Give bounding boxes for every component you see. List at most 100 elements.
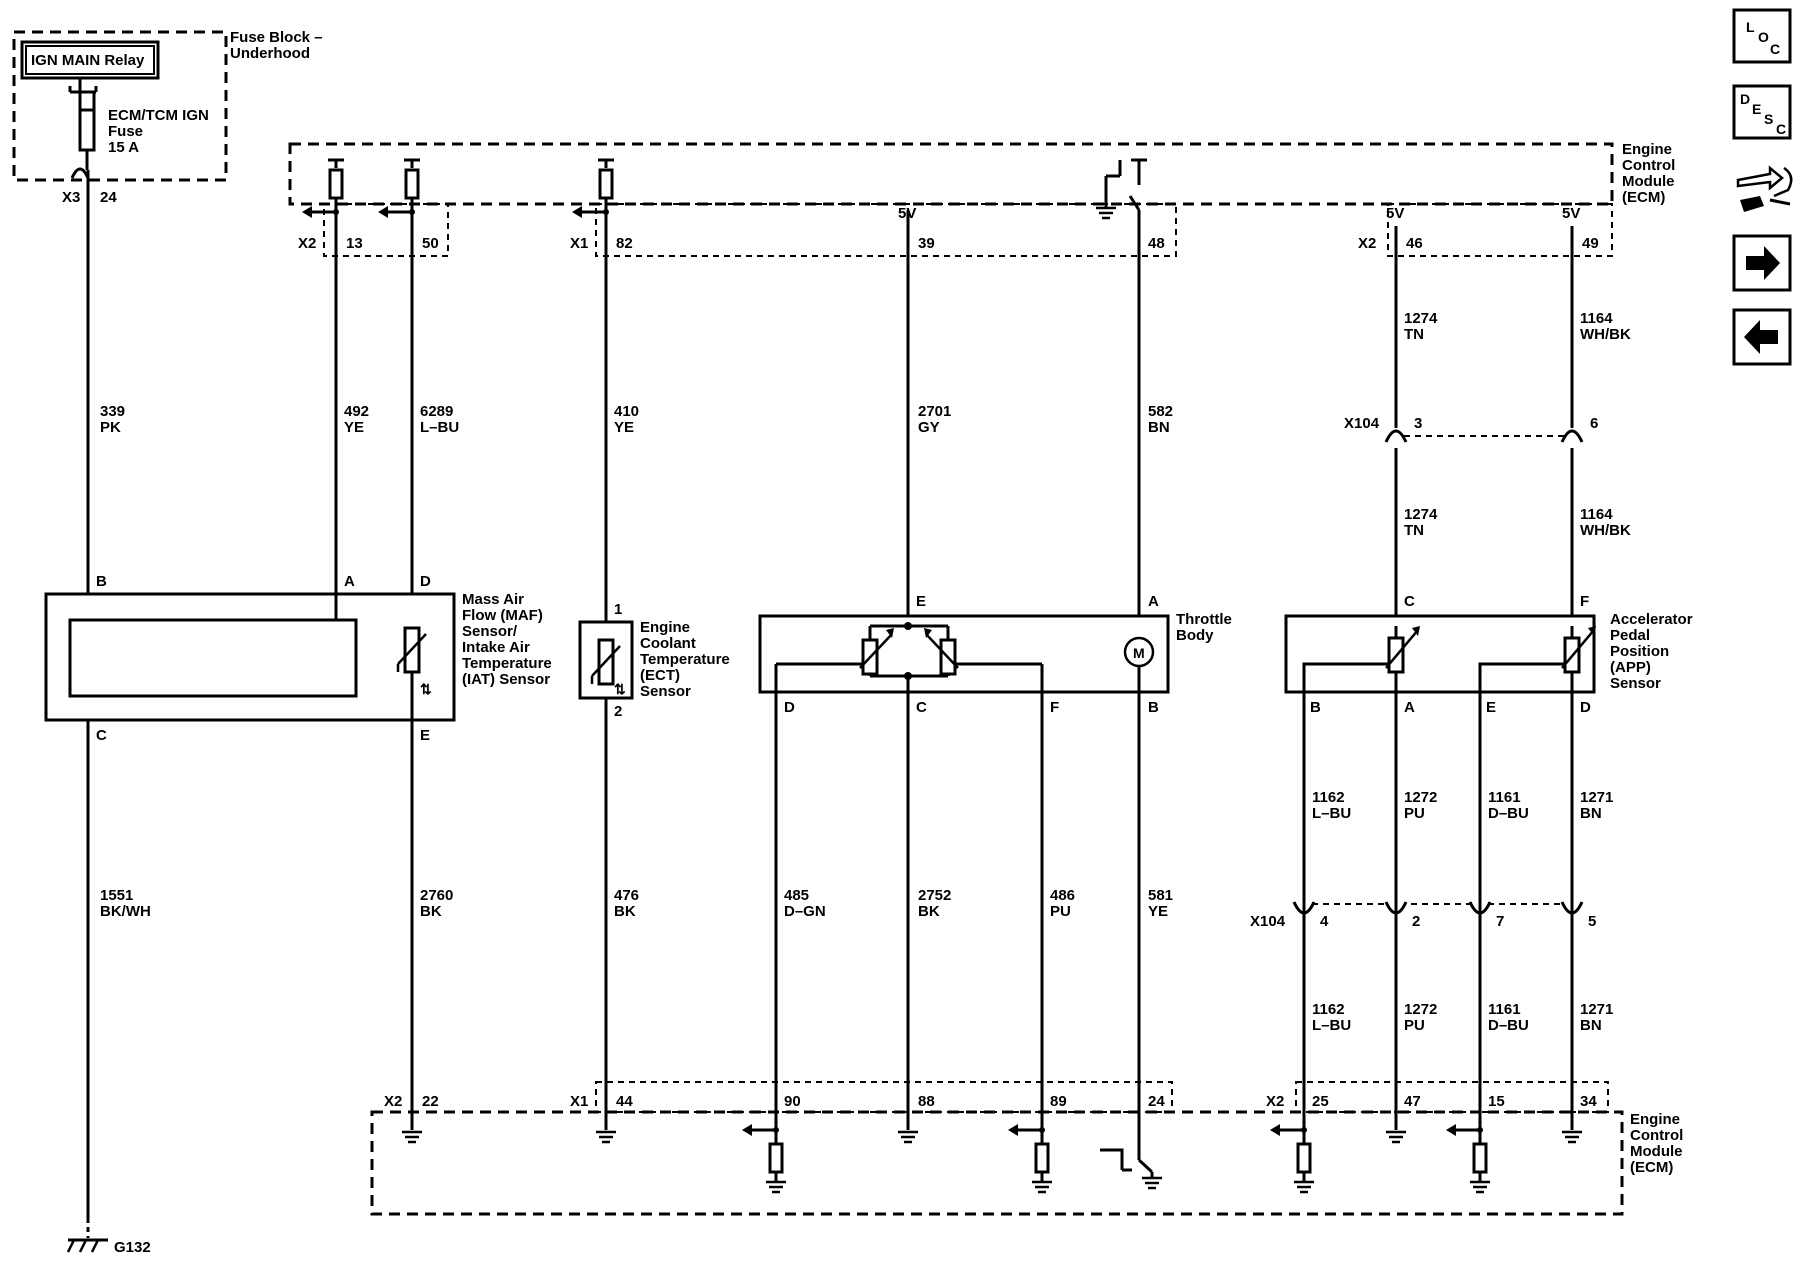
wire-410-number: 410	[614, 403, 639, 420]
nav-desc-button[interactable]: D E S C	[1732, 84, 1792, 140]
ecm-top-label-3: Module	[1622, 173, 1675, 190]
loc-letter-c: C	[1770, 41, 1780, 57]
ect-sensor: ⇅ 1 2 Engine Coolant Temperature (ECT) S…	[578, 601, 730, 720]
wire-486-color: PU	[1050, 903, 1071, 920]
maf-pin-b: B	[96, 573, 107, 590]
ecm-bottom-label-3: Module	[1630, 1143, 1683, 1160]
fuse-label-3: 15 A	[108, 139, 139, 156]
ecm-pin-46: 46	[1406, 235, 1423, 252]
wire-1271b-number: 1271	[1580, 1001, 1613, 1018]
ecm-tcm-ign-fuse	[78, 108, 96, 152]
ecm-pin-39: 39	[918, 235, 935, 252]
ground-g132: G132	[66, 1218, 151, 1256]
ecm-pin-49: 49	[1582, 235, 1599, 252]
previous-page-button[interactable]	[1732, 308, 1792, 366]
wire-492-number: 492	[344, 403, 369, 420]
wire-1274b-number: 1274	[1404, 506, 1438, 523]
ecm-input-89	[1006, 1108, 1054, 1194]
maf-pin-c: C	[96, 727, 107, 744]
ecm-conn-x1-bottom: X1	[570, 1093, 588, 1110]
app-label-4: (APP)	[1610, 659, 1651, 676]
throttle-pin-a: A	[1148, 593, 1159, 610]
throttle-pin-b: B	[1148, 699, 1159, 716]
ecm-pin-24: 24	[1148, 1093, 1165, 1110]
wire-476-number: 476	[614, 887, 639, 904]
wire-1162b-color: L–BU	[1312, 1017, 1351, 1034]
maf-label-3: Sensor/	[462, 623, 518, 640]
wire-1271b-color: BN	[1580, 1017, 1602, 1034]
x104-upper-pin-6: 6	[1590, 415, 1598, 432]
throttle-label-1: Throttle	[1176, 611, 1232, 628]
wire-339-color: PK	[100, 419, 121, 436]
fuse-label-2: Fuse	[108, 123, 143, 140]
ect-pin-2: 2	[614, 703, 622, 720]
wire-1162b-number: 1162	[1312, 1001, 1345, 1018]
wire-1274a-number: 1274	[1404, 310, 1438, 327]
maf-pin-d: D	[420, 573, 431, 590]
throttle-pin-e: E	[916, 593, 926, 610]
x104-lower-pin-5: 5	[1588, 913, 1596, 930]
ect-label-3: Temperature	[640, 651, 730, 668]
nav-loc-button[interactable]: L O C	[1732, 8, 1792, 64]
ecm-conn-x2-top-2: X2	[1358, 235, 1376, 252]
throttle-motor-label: M	[1133, 645, 1145, 661]
connector-tool-icon[interactable]	[1736, 165, 1793, 212]
ecm-bottom-label-1: Engine	[1630, 1111, 1680, 1128]
ect-label-4: (ECT)	[640, 667, 680, 684]
wire-582-number: 582	[1148, 403, 1173, 420]
wire-1271a-number: 1271	[1580, 789, 1613, 806]
throttle-label-2: Body	[1176, 627, 1214, 644]
wire-1164b-color: WH/BK	[1580, 522, 1631, 539]
loc-letter-l: L	[1746, 19, 1755, 35]
throttle-body: M E A D C F B Throttle Body	[758, 593, 1232, 1108]
wire-2701-color: GY	[918, 419, 940, 436]
ecm-pin-47: 47	[1404, 1093, 1421, 1110]
wire-1161a-color: D–BU	[1488, 805, 1529, 822]
connector-x104-lower: X104 4 2 7 5	[1250, 896, 1596, 930]
ecm-conn-x2-bottom-2: X2	[1266, 1093, 1284, 1110]
arrow-right-icon	[1746, 246, 1780, 280]
x104-upper-label: X104	[1344, 415, 1380, 432]
wire-2752-number: 2752	[918, 887, 951, 904]
next-page-button[interactable]	[1732, 234, 1792, 292]
maf-iat-sensor: ⇅ B A D C E Mass Air Flow (MAF) Sensor/ …	[44, 573, 552, 744]
ect-pin-1: 1	[614, 601, 622, 618]
maf-pin-e: E	[420, 727, 430, 744]
x104-lower-pin-2: 2	[1412, 913, 1420, 930]
x104-lower-label: X104	[1250, 913, 1286, 930]
desc-letter-e: E	[1752, 101, 1761, 117]
wire-6289-color: L–BU	[420, 419, 459, 436]
ect-label-1: Engine	[640, 619, 690, 636]
maf-pin-a: A	[344, 573, 355, 590]
x104-lower-pin-7: 7	[1496, 913, 1504, 930]
maf-label-2: Flow (MAF)	[462, 607, 543, 624]
ecm-pin-82: 82	[616, 235, 633, 252]
x104-lower-pin-4: 4	[1320, 913, 1329, 930]
ecm-5v-3: 5V	[1562, 205, 1580, 222]
ecm-pin-89: 89	[1050, 1093, 1067, 1110]
ecm-pullup-50	[376, 158, 422, 220]
app-sensor: C F B A E D Accelerator Pedal Position (…	[1284, 593, 1693, 716]
wire-1164b-number: 1164	[1580, 506, 1613, 523]
wire-1274b-color: TN	[1404, 522, 1424, 539]
wire-1162a-color: L–BU	[1312, 805, 1351, 822]
ecm-input-25	[1268, 1122, 1316, 1194]
wire-1164a-color: WH/BK	[1580, 326, 1631, 343]
fuse-block-title-2: Underhood	[230, 45, 310, 62]
wire-485-number: 485	[784, 887, 809, 904]
svg-text:⇅: ⇅	[420, 681, 432, 697]
fuse-block-underhood: Fuse Block – Underhood IGN MAIN Relay EC…	[12, 29, 323, 206]
wire-6289-number: 6289	[420, 403, 453, 420]
ecm-pin-48: 48	[1148, 235, 1165, 252]
wire-1272b-color: PU	[1404, 1017, 1425, 1034]
wire-1272b-number: 1272	[1404, 1001, 1437, 1018]
wire-1161b-color: D–BU	[1488, 1017, 1529, 1034]
ect-label-2: Coolant	[640, 635, 696, 652]
wire-2760-color: BK	[420, 903, 442, 920]
ecm-pin-15: 15	[1488, 1093, 1505, 1110]
wire-1164a-number: 1164	[1580, 310, 1613, 327]
ecm-motor-driver-low	[1100, 1148, 1164, 1190]
wire-1272a-number: 1272	[1404, 789, 1437, 806]
maf-label-6: (IAT) Sensor	[462, 671, 550, 688]
